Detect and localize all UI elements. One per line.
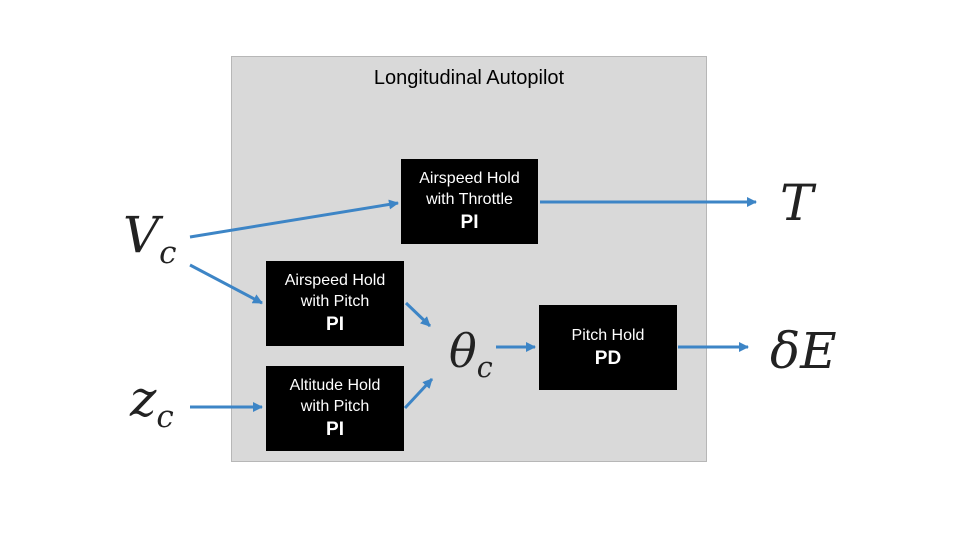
pitch-hold-block: Pitch Hold PD [539,305,677,390]
arrow-altitude-pitch-to-thetac [403,377,434,410]
block-label-line1: Altitude Hold [289,377,381,394]
signal-thetac-base: θ [449,324,477,378]
block-label-line2: with Pitch [300,293,370,310]
signal-zc-sub: c [156,398,174,435]
arrow-vc-to-airspeed-pitch [189,263,263,305]
block-controller-type: PI [460,212,479,233]
block-label-line1: Airspeed Hold [284,272,386,289]
signal-t-base: T [780,174,814,232]
signal-zc: zc [130,374,174,433]
signal-zc-base: z [130,370,157,428]
block-controller-type: PD [594,347,622,369]
signal-vc: Vc [123,210,176,269]
altitude-hold-pitch-block: Altitude Hold with Pitch PI [266,366,404,451]
signal-thetac-sub: c [476,350,493,384]
block-label-line2: with Pitch [300,398,370,415]
block-controller-type: PI [326,314,344,335]
block-label-line1: Pitch Hold [571,326,645,344]
airspeed-hold-pitch-block: Airspeed Hold with Pitch PI [266,261,404,346]
signal-vc-base: V [123,206,160,264]
container-title: Longitudinal Autopilot [373,67,565,89]
signal-deltae: δE [770,326,837,376]
signal-thetac: θc [449,328,493,382]
signal-t: T [780,178,813,228]
block-controller-type: PI [326,419,344,440]
arrow-vc-to-airspeed-throttle [189,199,399,239]
signal-vc-sub: c [159,234,177,271]
block-label-line1: Airspeed Hold [419,170,520,187]
signal-deltae-base: δE [770,322,837,380]
block-label-line2: with Throttle [426,191,513,208]
arrow-airspeed-pitch-to-thetac [404,301,432,328]
airspeed-hold-throttle-block: Airspeed Hold with Throttle PI [401,159,538,244]
